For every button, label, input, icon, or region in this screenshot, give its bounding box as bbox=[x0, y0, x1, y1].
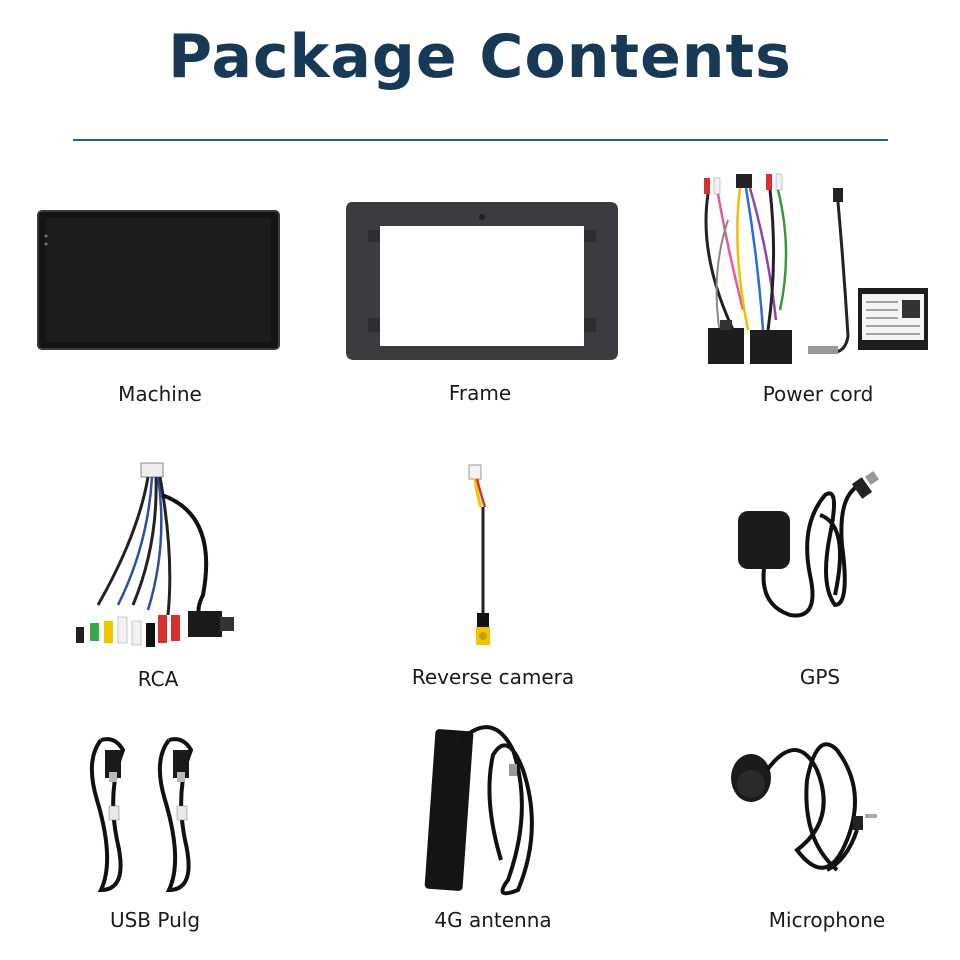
item-usb-plug: USB Pulg bbox=[5, 720, 305, 960]
item-power-cord: Power cord bbox=[668, 160, 960, 420]
reverse-camera-cable-icon bbox=[468, 464, 490, 645]
item-label: USB Pulg bbox=[109, 908, 201, 932]
item-microphone: Microphone bbox=[677, 720, 960, 960]
item-4g-antenna: 4G antenna bbox=[343, 710, 643, 950]
wiring-harness-icon bbox=[704, 173, 928, 364]
page-title: Package Contents bbox=[168, 22, 792, 92]
item-rca: RCA bbox=[8, 455, 308, 695]
dash-mounting-frame-icon bbox=[346, 202, 618, 360]
item-gps: GPS bbox=[670, 455, 960, 695]
item-label: GPS bbox=[799, 665, 841, 689]
item-label: Frame bbox=[448, 381, 512, 405]
item-label: Power cord bbox=[762, 382, 874, 406]
title-divider bbox=[73, 139, 888, 141]
gps-antenna-icon bbox=[738, 471, 879, 618]
microphone-icon bbox=[731, 742, 877, 872]
item-machine: Machine bbox=[10, 150, 310, 410]
usb-cable-icon bbox=[89, 737, 194, 893]
item-label: 4G antenna bbox=[434, 908, 552, 932]
item-label: Reverse camera bbox=[411, 665, 575, 689]
item-frame: Frame bbox=[330, 150, 630, 410]
item-label: Machine bbox=[118, 382, 202, 406]
car-head-unit-screen-icon bbox=[37, 210, 280, 350]
item-label: RCA bbox=[137, 667, 179, 691]
item-label: Microphone bbox=[768, 908, 886, 932]
rca-cable-bundle-icon bbox=[76, 462, 234, 647]
4g-antenna-icon bbox=[424, 725, 534, 896]
item-reverse-camera: Reverse camera bbox=[343, 455, 643, 695]
